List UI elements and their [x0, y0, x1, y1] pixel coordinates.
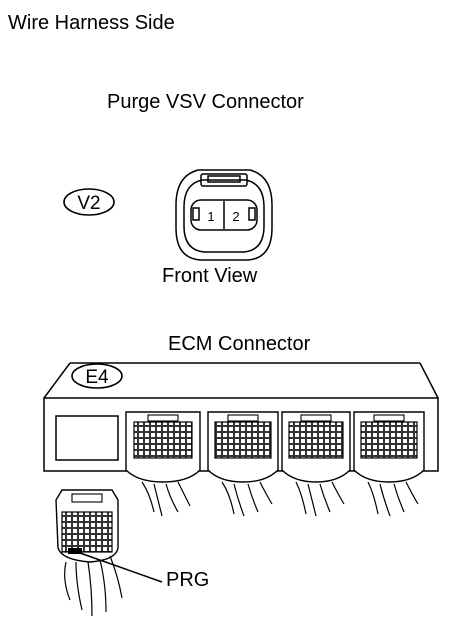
harness-connector: [55, 489, 123, 617]
ecm-code-text: E4: [85, 367, 109, 388]
ecm-plug-2: [207, 411, 279, 517]
ecm-code-badge: E4: [71, 363, 123, 389]
prg-terminal-label: PRG: [166, 569, 210, 591]
page-title: Wire Harness Side: [8, 12, 175, 34]
vsv-connector-title: Purge VSV Connector: [107, 91, 304, 113]
ecm-plug-4: [353, 411, 425, 517]
ecm-plug-3: [281, 411, 351, 517]
vsv-pin-1: 1: [207, 209, 214, 224]
vsv-connector-shape: [175, 169, 273, 261]
vsv-code-badge: V2: [63, 188, 115, 216]
ecm-connector-title: ECM Connector: [168, 333, 311, 355]
vsv-code-text: V2: [77, 193, 100, 214]
front-view-label: Front View: [162, 265, 258, 287]
ecm-plug-1: [125, 411, 201, 517]
prg-leader-line: [79, 552, 163, 583]
vsv-pin-2: 2: [232, 209, 239, 224]
